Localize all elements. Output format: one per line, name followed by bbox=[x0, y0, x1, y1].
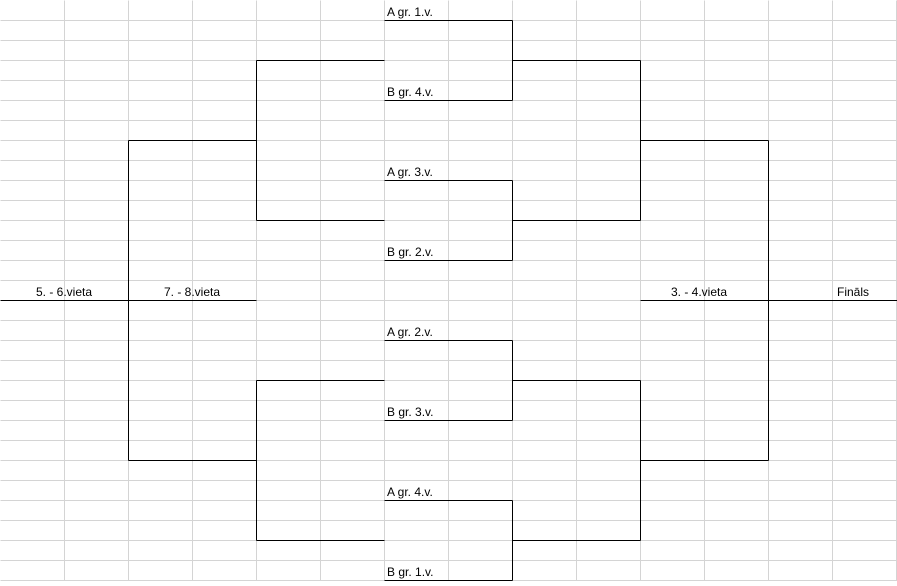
seed-label-b2[interactable]: B gr. 2.v. bbox=[387, 245, 433, 259]
seed-label-a2[interactable]: A gr. 2.v. bbox=[387, 325, 433, 339]
placement-7-8[interactable]: 7. - 8.vieta bbox=[128, 285, 256, 299]
placement-3-4[interactable]: 3. - 4.vieta bbox=[640, 285, 758, 299]
seed-label-b3[interactable]: B gr. 3.v. bbox=[387, 405, 433, 419]
seed-label-b1[interactable]: B gr. 1.v. bbox=[387, 565, 433, 579]
placement-5-6[interactable]: 5. - 6.vieta bbox=[0, 285, 128, 299]
seed-label-a3[interactable]: A gr. 3.v. bbox=[387, 165, 433, 179]
seed-label-a4[interactable]: A gr. 4.v. bbox=[387, 485, 433, 499]
placement-final[interactable]: Fināls bbox=[768, 285, 897, 299]
seed-label-a1[interactable]: A gr. 1.v. bbox=[387, 5, 433, 19]
seed-label-b4[interactable]: B gr. 4.v. bbox=[387, 85, 433, 99]
